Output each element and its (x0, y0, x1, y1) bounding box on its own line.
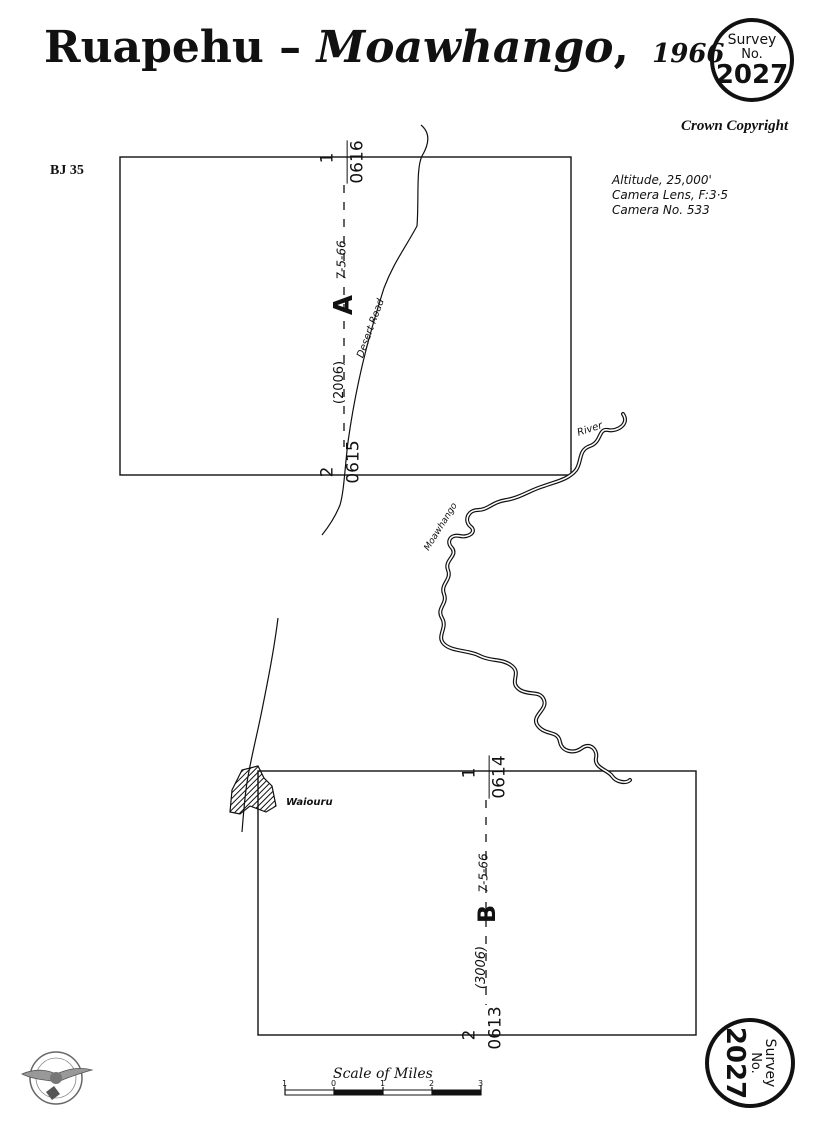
run-a-end-photo: 0615 (343, 440, 364, 484)
nz-aerial-mapping-logo (21, 1051, 94, 1105)
run-b-end-photo: 0613 (485, 1006, 506, 1050)
waiouru-town (229, 765, 277, 815)
title-part1: Ruapehu (44, 22, 264, 73)
stamp-line1: Survey (727, 31, 777, 48)
scale-tick-label: 1 (282, 1079, 288, 1088)
run-a-start-photo: 0616 (347, 140, 368, 184)
copyright-notice: Crown Copyright (681, 118, 789, 134)
run-b-date: 7-5-66 (476, 853, 491, 893)
run-a-end-index: 2 (317, 466, 338, 478)
moawhango-river (438, 412, 632, 785)
scale-tick-label: 3 (478, 1079, 484, 1088)
scale-label: Scale of Miles (333, 1066, 433, 1082)
scale-tick-label: 0 (331, 1079, 337, 1088)
run-b-ref: (3006) (474, 945, 490, 990)
waiouru-label: Waiouru (286, 797, 333, 808)
camera-lens-text: Camera Lens, F:3·5 (612, 188, 729, 202)
run-a-start-index: 1 (317, 152, 338, 164)
title-dash: – (279, 22, 302, 73)
desert-road (321, 124, 429, 536)
title-part2: Moawhango (316, 22, 614, 73)
run-a-ref: (2006) (332, 360, 348, 405)
stamp-line2: No. (741, 46, 763, 62)
run-a-letter: A (329, 294, 360, 316)
run-b-end-index: 2 (459, 1029, 480, 1041)
camera-info: Altitude, 25,000' Camera Lens, F:3·5 Cam… (612, 173, 728, 218)
camera-number-text: Camera No. 533 (612, 203, 710, 217)
scale-tick-label: 2 (429, 1079, 435, 1088)
survey-stamp-top: Survey No. 2027 (710, 18, 794, 102)
run-b-start-photo: 0614 (489, 755, 510, 799)
scale-tick-label: 1 (380, 1079, 386, 1088)
scale-bar (284, 1085, 482, 1096)
map-title: Ruapehu – Moawhango, 1966 (44, 22, 725, 73)
stamp-number: 2027 (715, 59, 789, 90)
photo-block-a (119, 156, 572, 476)
run-b-letter: B (473, 904, 502, 924)
run-b-start-index: 1 (459, 767, 480, 779)
altitude-text: Altitude, 25,000' (612, 173, 712, 187)
photo-block-b (257, 770, 697, 1036)
sheet-reference: BJ 35 (50, 163, 84, 178)
run-a-date: 7-5-66 (334, 240, 349, 280)
